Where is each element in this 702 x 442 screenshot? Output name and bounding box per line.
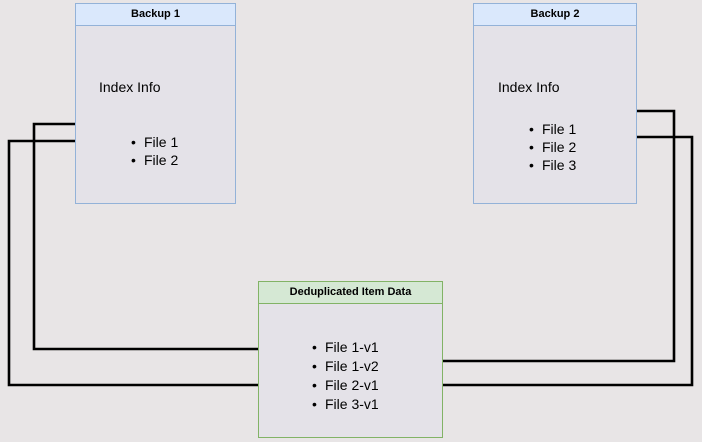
list-item[interactable]: File 3 <box>529 156 576 174</box>
backup-2-title: Backup 2 <box>474 4 636 26</box>
deduplicated-item-data-body: File 1-v1 File 1-v2 File 2-v1 File 3-v1 <box>259 304 442 437</box>
list-item[interactable]: File 3-v1 <box>312 395 379 414</box>
backup-1-file-list: File 1 File 2 <box>126 133 178 169</box>
list-item[interactable]: File 1-v2 <box>312 357 379 376</box>
list-item[interactable]: File 1 <box>131 133 178 151</box>
backup-1-index-label: Index Info <box>99 79 161 95</box>
list-item[interactable]: File 2-v1 <box>312 376 379 395</box>
list-item[interactable]: File 2 <box>529 138 576 156</box>
backup-2-body: Index Info File 1 File 2 File 3 <box>474 26 636 203</box>
list-item[interactable]: File 1-v1 <box>312 338 379 357</box>
backup-2-file-list: File 1 File 2 File 3 <box>524 120 576 174</box>
deduplicated-item-list: File 1-v1 File 1-v2 File 2-v1 File 3-v1 <box>307 338 379 414</box>
backup-1-body: Index Info File 1 File 2 <box>76 26 235 203</box>
list-item[interactable]: File 2 <box>131 151 178 169</box>
deduplicated-item-data-title: Deduplicated Item Data <box>259 282 442 304</box>
list-item[interactable]: File 1 <box>529 120 576 138</box>
backup-2-index-label: Index Info <box>498 79 560 95</box>
backup-2-box[interactable]: Backup 2 Index Info File 1 File 2 File 3 <box>473 3 637 204</box>
backup-1-box[interactable]: Backup 1 Index Info File 1 File 2 <box>75 3 236 204</box>
backup-1-title: Backup 1 <box>76 4 235 26</box>
deduplicated-item-data-box[interactable]: Deduplicated Item Data File 1-v1 File 1-… <box>258 281 443 438</box>
